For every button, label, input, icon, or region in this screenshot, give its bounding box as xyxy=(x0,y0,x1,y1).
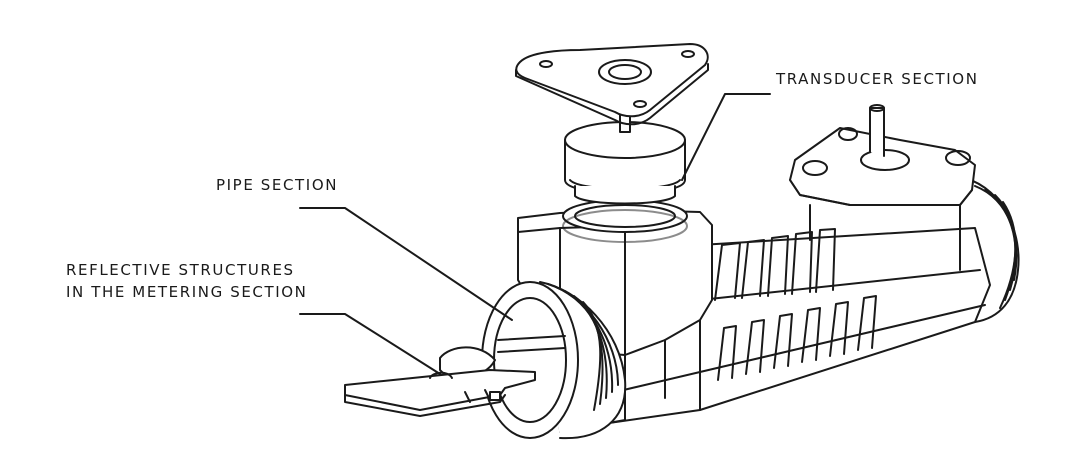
leader-reflective xyxy=(299,313,441,375)
upper-ribs xyxy=(714,228,836,301)
reflective-label-line-1: REFLECTIVE STRUCTURES xyxy=(66,261,295,279)
lower-ribs xyxy=(717,295,877,381)
leader-pipe xyxy=(299,207,513,321)
o-ring xyxy=(562,199,688,243)
leader-lines xyxy=(299,93,771,375)
reflective-label-line-2: IN THE METERING SECTION xyxy=(66,283,308,301)
reflective-insert xyxy=(344,346,536,417)
leader-transducer xyxy=(681,93,771,181)
right-mounting-flange xyxy=(789,104,976,271)
reflective-structures-label: REFLECTIVE STRUCTURES IN THE METERING SE… xyxy=(66,259,308,303)
triangular-top-plate xyxy=(515,43,709,126)
transducer-cap xyxy=(564,91,686,205)
left-thread-end xyxy=(481,281,627,440)
pipe-section-label: PIPE SECTION xyxy=(216,176,339,194)
transducer-section-label: TRANSDUCER SECTION xyxy=(776,70,979,88)
